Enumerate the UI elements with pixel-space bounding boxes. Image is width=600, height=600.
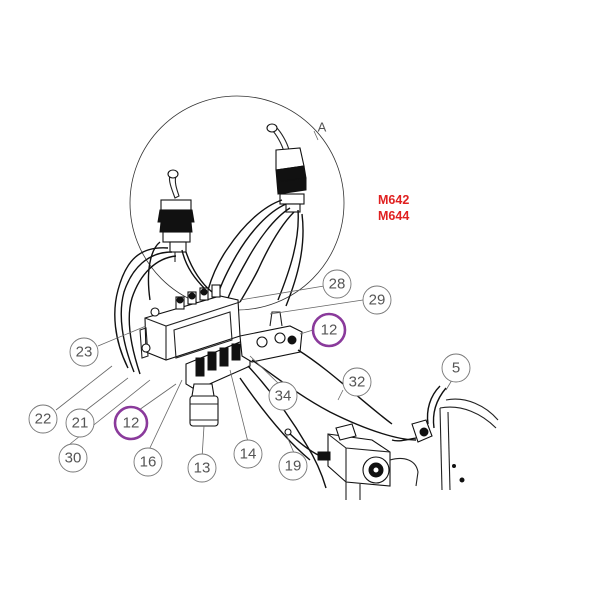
model-number-1: M642 (378, 193, 409, 207)
left-joystick (157, 169, 195, 262)
svg-text:22: 22 (35, 411, 52, 428)
callout-22: 22 (28, 404, 58, 434)
callout-16: 16 (133, 447, 163, 477)
svg-text:12: 12 (123, 415, 140, 432)
svg-text:14: 14 (240, 446, 257, 463)
svg-text:30: 30 (65, 450, 82, 467)
detail-label-leader (313, 130, 319, 141)
svg-text:29: 29 (369, 292, 386, 309)
svg-text:23: 23 (76, 344, 93, 361)
callout-34: 34 (268, 381, 298, 411)
svg-text:16: 16 (140, 454, 157, 471)
model-number-2: M644 (378, 209, 409, 223)
tank-frame (391, 385, 499, 491)
svg-text:13: 13 (194, 460, 211, 477)
svg-text:5: 5 (452, 360, 460, 377)
svg-text:34: 34 (275, 388, 292, 405)
callout-29: 29 (362, 285, 392, 315)
svg-text:12: 12 (321, 322, 338, 339)
right-joystick (266, 123, 307, 213)
fittings (284, 428, 331, 461)
callout-12-highlighted-upper: 12 (311, 312, 347, 348)
callout-13: 13 (187, 453, 217, 483)
callout-23: 23 (69, 337, 99, 367)
svg-text:32: 32 (349, 374, 366, 391)
callout-12-highlighted-lower: 12 (113, 405, 149, 441)
svg-text:21: 21 (72, 415, 89, 432)
svg-text:19: 19 (285, 458, 302, 475)
svg-text:28: 28 (329, 276, 346, 293)
callout-30: 30 (58, 443, 88, 473)
callout-14: 14 (233, 439, 263, 469)
filter-canister (189, 383, 219, 427)
callout-28: 28 (322, 269, 352, 299)
callout-5: 5 (441, 353, 471, 383)
leader-lines (55, 285, 453, 459)
detail-label: A (318, 120, 327, 135)
hydraulic-pump (327, 423, 419, 500)
callout-21: 21 (65, 408, 95, 438)
callout-19: 19 (278, 451, 308, 481)
callout-32: 32 (342, 367, 372, 397)
control-manifold (185, 311, 303, 391)
pilot-hoses (114, 199, 304, 375)
